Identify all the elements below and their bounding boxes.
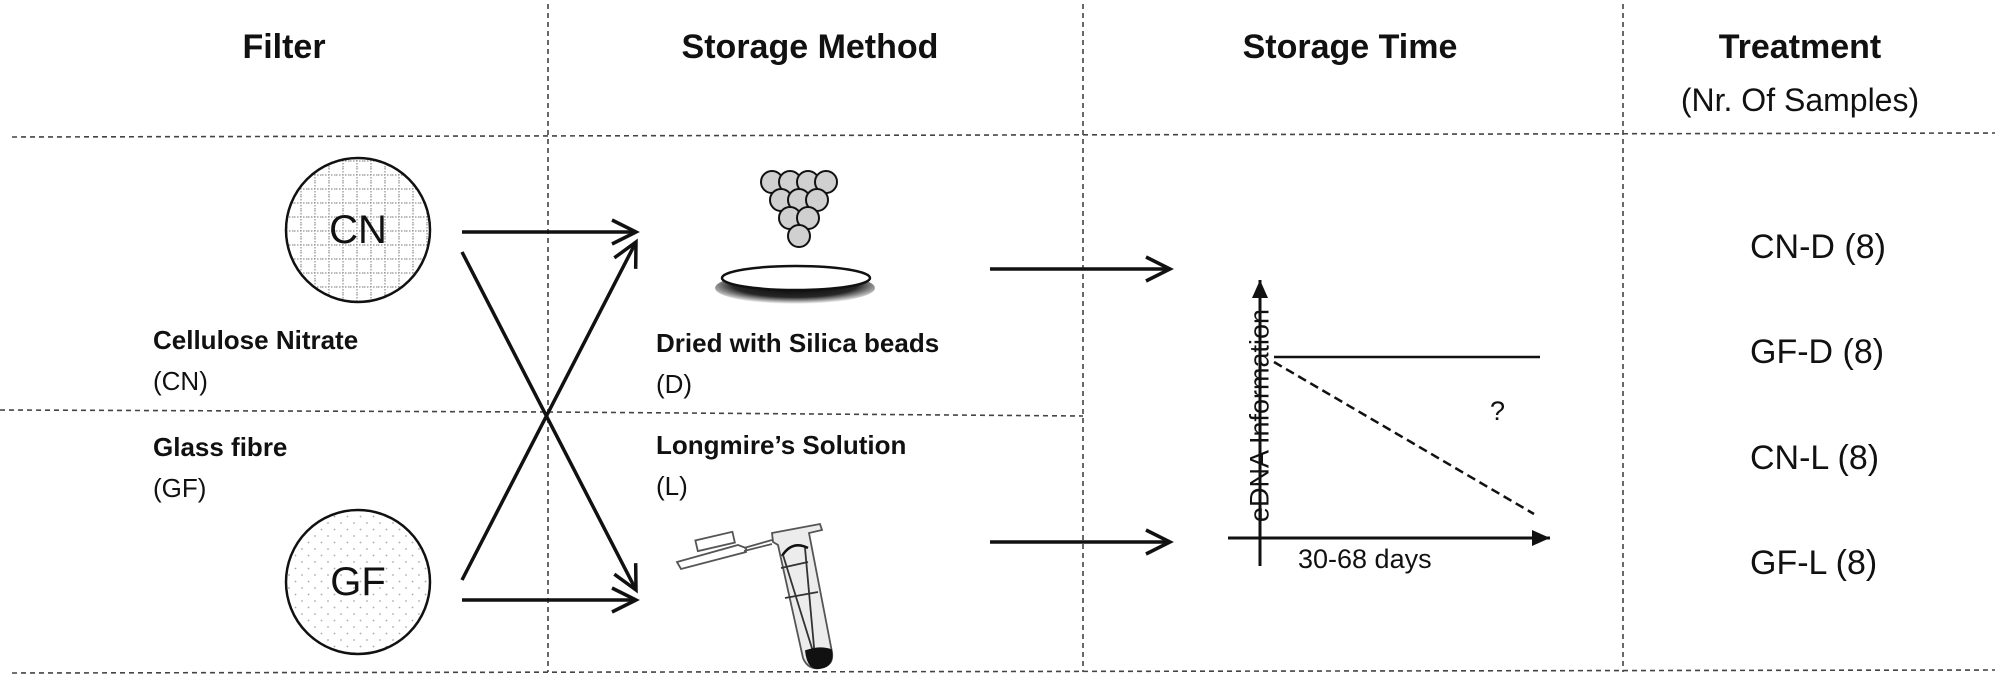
treatment-gf-l: GF-L (8) [1750, 544, 1878, 582]
cn-circle-label: CN [329, 208, 387, 252]
filter-name-cn: Cellulose Nitrate [153, 325, 359, 355]
microcentrifuge-tube-icon [675, 522, 834, 670]
chart-annotation-question: ? [1490, 396, 1506, 426]
storage-code-d: (D) [656, 369, 693, 399]
divider-filter-row [0, 409, 549, 413]
treatment-gf-d: GF-D (8) [1750, 333, 1885, 371]
treatment-cn-l: CN-L (8) [1750, 439, 1880, 477]
gf-circle-label: GF [330, 560, 386, 604]
arrow-cn-to-l [460, 251, 638, 594]
divider-storage-row [547, 411, 1084, 417]
filter-code-gf: (GF) [153, 473, 207, 503]
treatment-cn-d: CN-D (8) [1750, 228, 1886, 266]
chart-x-axis-label: 30-68 days [1298, 544, 1432, 574]
chart-line-decline [1273, 360, 1535, 516]
storage-time-chart [1228, 280, 1550, 566]
chart-y-axis-label: eDNA Information [1244, 308, 1275, 523]
header-storage-method: Storage Method [681, 28, 939, 66]
header-storage-time: Storage Time [1242, 28, 1458, 66]
cn-filter-icon [284, 156, 432, 304]
filter-to-storage-arrows [460, 218, 640, 614]
gf-filter-icon [284, 508, 432, 656]
table-dividers [0, 4, 1996, 674]
header-treatment-subtitle: (Nr. Of Samples) [1680, 82, 1920, 118]
header-filter: Filter [242, 28, 326, 66]
storage-name-l: Longmire’s Solution [656, 430, 907, 460]
storage-name-d: Dried with Silica beads [656, 328, 940, 358]
silica-beads-icon [760, 170, 838, 248]
divider-bottom [11, 669, 1996, 674]
filter-name-gf: Glass fibre [153, 432, 288, 462]
storage-code-l: (L) [656, 471, 688, 501]
storage-to-time-arrows [990, 255, 1174, 556]
arrow-gf-to-d [460, 238, 638, 581]
petri-dish-icon [715, 264, 875, 304]
filter-code-cn: (CN) [153, 366, 208, 396]
divider-header [11, 132, 1996, 138]
header-treatment: Treatment [1718, 28, 1882, 66]
